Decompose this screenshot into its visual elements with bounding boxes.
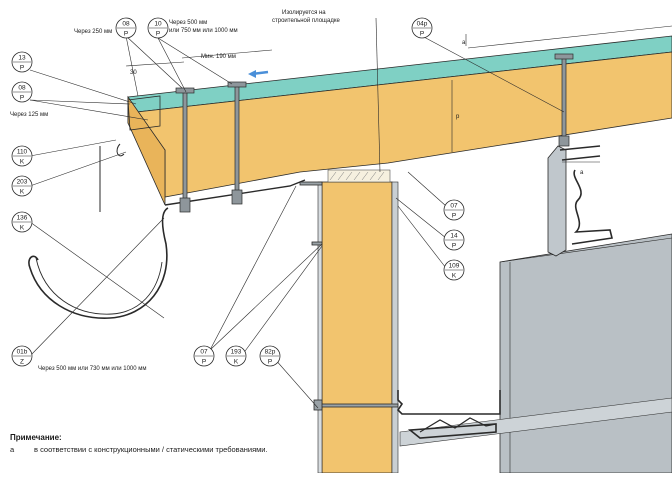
facade-top-sheet <box>499 237 672 263</box>
leader-lines <box>29 17 565 409</box>
note-title: Примечание: <box>10 433 62 442</box>
dimension-a: a <box>462 40 466 46</box>
label-site-insulated-b: строительной площадке <box>272 17 341 24</box>
callout-c13: 13P <box>11 51 33 73</box>
callout-c07b: 07P <box>443 199 465 221</box>
label-every-500-730: Через 500 мм или 730 мм или 1000 мм <box>38 366 147 372</box>
callout-number: 13 <box>18 55 26 62</box>
callout-number: 82p <box>265 349 276 356</box>
label-every-500: Через 500 мм <box>169 20 207 26</box>
fastener-bolts <box>175 53 574 213</box>
note-text: в соответствии с конструкционными / стат… <box>34 445 268 454</box>
callout-c14: 14P <box>443 229 465 251</box>
callout-c10: 10P <box>147 17 169 39</box>
wall-panel-core <box>321 181 393 474</box>
callout-letter: P <box>156 31 160 38</box>
facade-wall <box>499 233 672 474</box>
callout-letter: P <box>20 95 24 102</box>
wall-screws <box>299 181 399 411</box>
callout-number: 07 <box>200 349 208 356</box>
callout-number: 14 <box>450 233 458 240</box>
callout-letter: K <box>20 189 25 196</box>
water-flow-arrow <box>248 70 269 78</box>
callout-letter: P <box>20 65 24 72</box>
callout-letter: P <box>268 359 272 366</box>
callout-number: 110 <box>17 149 28 156</box>
callout-number: 01b <box>17 349 28 356</box>
wall-panel-inner-sheet <box>317 181 323 474</box>
callout-letter: K <box>20 159 25 166</box>
callout-number: 04p <box>417 21 428 28</box>
z-profile-bracket <box>559 145 613 245</box>
dimension-30: 30 <box>130 70 137 76</box>
callout-number: 07 <box>450 203 458 210</box>
label-min-190: Мин. 190 мм <box>201 54 236 60</box>
drip-edge <box>127 95 161 131</box>
gutter-body <box>35 257 163 315</box>
callout-letter: K <box>20 225 25 232</box>
callout-letter: Z <box>20 359 24 366</box>
label-every-125: Через 125 мм <box>10 112 48 118</box>
label-site-insulated: Изолируется на <box>282 10 326 16</box>
callout-letter: P <box>452 243 456 250</box>
dimension-a-bottom: a <box>580 170 584 176</box>
wall-panel-outer-sheet <box>391 181 399 474</box>
insulation-hatch <box>329 171 385 181</box>
dimension-p: p <box>456 114 460 120</box>
callout-letter: P <box>452 213 456 220</box>
callout-letter: P <box>202 359 206 366</box>
label-every-250: Через 250 мм <box>74 29 112 35</box>
callout-c07a: 07P <box>193 345 215 367</box>
callout-letter: P <box>420 31 424 38</box>
dimension-lines <box>125 25 672 163</box>
note-key: a <box>10 445 15 454</box>
wall-bracket <box>396 390 501 439</box>
callout-c08b: 08P <box>11 81 33 103</box>
callout-number: 08 <box>122 21 130 28</box>
callout-letter: K <box>452 273 457 280</box>
clip-hook <box>116 143 125 157</box>
callout-number: 136 <box>17 215 28 222</box>
callout-number: 10 <box>154 21 162 28</box>
callout-c08a: 08P <box>115 17 137 39</box>
callout-number: 109 <box>449 263 460 270</box>
steel-purlin <box>547 145 567 257</box>
bottom-sheet-profile <box>419 417 497 433</box>
callout-number: 193 <box>231 349 242 356</box>
gutter-bracket <box>28 207 169 319</box>
label-every-500-alt: или 750 мм или 1000 мм <box>169 28 238 34</box>
callout-letter: K <box>234 359 239 366</box>
callout-number: 08 <box>18 85 26 92</box>
callout-group: 08P10P04pP13P08P110K203K136K01bZ07P193K8… <box>11 17 465 367</box>
callout-number: 203 <box>17 179 28 186</box>
callout-letter: P <box>124 31 128 38</box>
